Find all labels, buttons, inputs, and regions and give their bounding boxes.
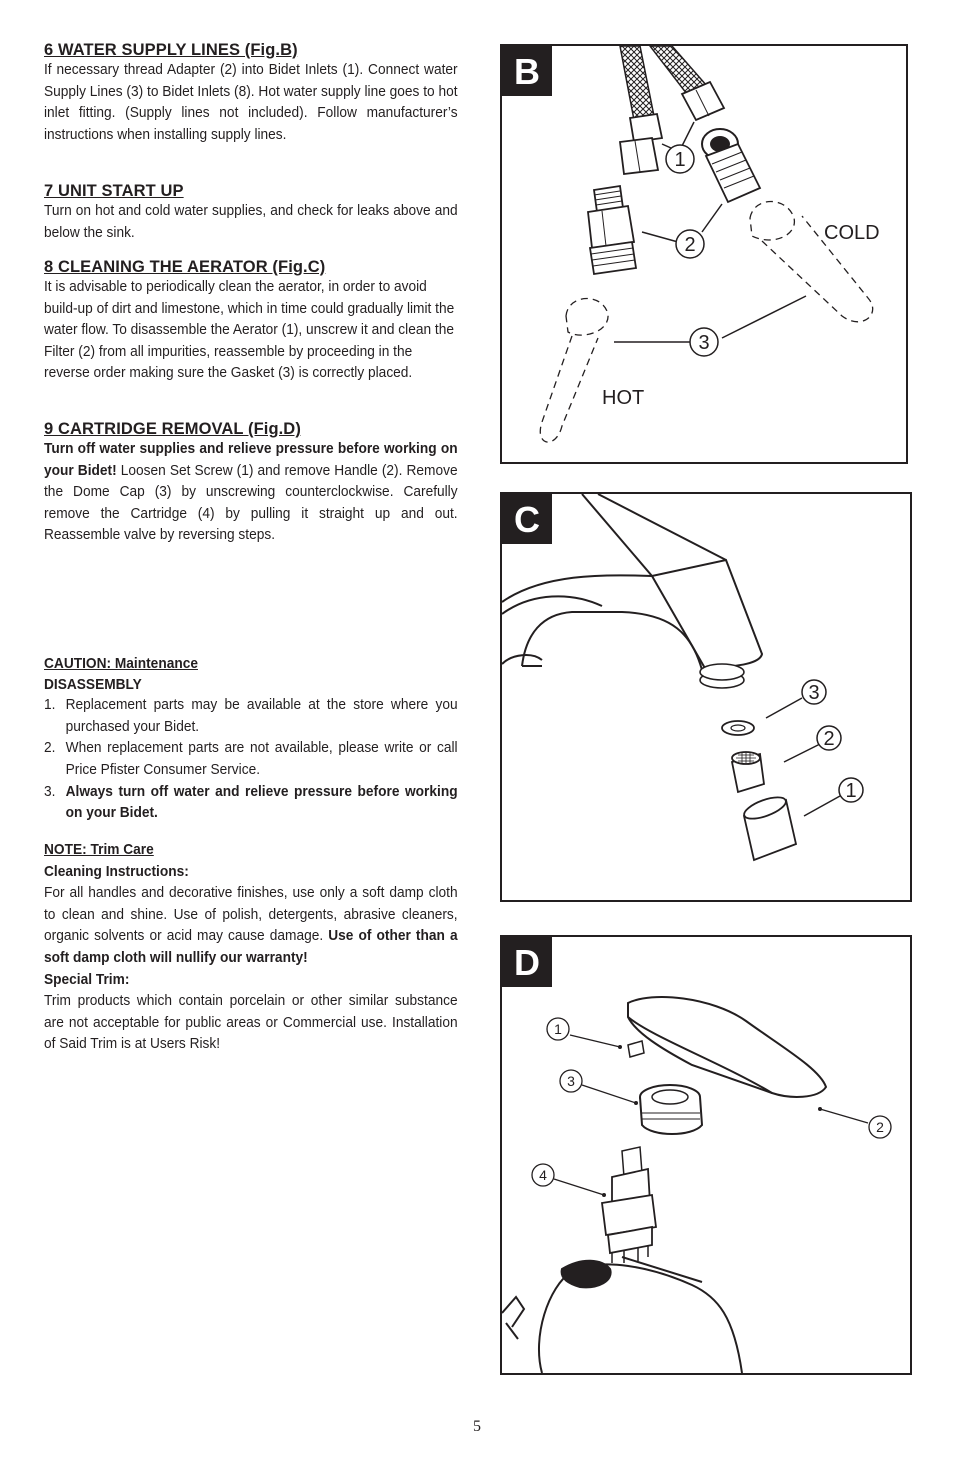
special-trim-title: Special Trim: [44, 971, 130, 988]
page-number: 5 [473, 1418, 481, 1435]
list-item: 3.Always turn off water and relieve pres… [44, 783, 458, 822]
figure-c-drawing: C [502, 494, 864, 862]
cold-label: COLD [824, 222, 880, 244]
callout-3: 3 [808, 682, 819, 704]
callout-4: 4 [539, 1167, 547, 1183]
callout-2: 2 [876, 1119, 884, 1135]
warning-text: Turn off water supplies and relieve pres… [44, 441, 458, 479]
figure-letter: D [514, 942, 540, 983]
callout-3: 3 [567, 1073, 575, 1089]
caution-subtitle: DISASSEMBLY [44, 676, 142, 693]
figure-b: B [500, 44, 908, 464]
caution-block: CAUTION: Maintenance DISASSEMBLY 1.Repla… [44, 654, 458, 825]
section-body: It is advisable to periodically clean th… [44, 279, 455, 382]
note-title: NOTE: Trim Care [44, 842, 154, 858]
figure-d-drawing: D [502, 937, 892, 1373]
section-heading: 7 UNIT START UP [44, 182, 184, 200]
figure-letter: C [514, 499, 540, 540]
section-heading: 6 WATER SUPPLY LINES (Fig.B) [44, 41, 298, 59]
cleaning-body: For all handles and decorative finishes,… [44, 885, 458, 966]
figure-d: D [500, 935, 912, 1375]
callout-2: 2 [684, 234, 695, 256]
section-heading: 9 CARTRIDGE REMOVAL (Fig.D) [44, 420, 301, 438]
figure-c: C [500, 492, 912, 902]
list-item: 2.When replacement parts are not availab… [44, 740, 458, 778]
hot-label: HOT [602, 387, 644, 409]
section-cartridge-removal: 9 CARTRIDGE REMOVAL (Fig.D) Turn off wat… [44, 420, 458, 547]
callout-2: 2 [823, 728, 834, 750]
section-body: Turn off water supplies and relieve pres… [44, 439, 458, 547]
cleaning-title: Cleaning Instructions: [44, 863, 189, 880]
callout-1: 1 [674, 149, 685, 171]
callout-1: 1 [845, 780, 856, 802]
callout-3: 3 [698, 332, 709, 354]
section-body: If necessary thread Adapter (2) into Bid… [44, 62, 458, 143]
section-water-supply: 6 WATER SUPPLY LINES (Fig.B) If necessar… [44, 41, 458, 146]
section-cleaning-aerator: 8 CLEANING THE AERATOR (Fig.C) It is adv… [44, 258, 457, 385]
special-trim-body: Trim products which contain porcelain or… [44, 993, 458, 1053]
figure-letter: B [514, 51, 540, 92]
list-item: 1.Replacement parts may be available at … [44, 697, 458, 735]
section-heading: 8 CLEANING THE AERATOR (Fig.C) [44, 258, 326, 276]
instructions-text: Loosen Set Screw (1) and remove Handle (… [44, 462, 458, 544]
section-body: Turn on hot and cold water supplies, and… [44, 203, 458, 241]
figure-b-drawing: B [502, 46, 880, 443]
caution-list: 1.Replacement parts may be available at … [44, 695, 458, 825]
callout-1: 1 [554, 1021, 562, 1037]
note-block: NOTE: Trim Care Cleaning Instructions: F… [44, 840, 458, 1056]
caution-title: CAUTION: Maintenance [44, 656, 198, 672]
section-unit-start-up: 7 UNIT START UP Turn on hot and cold wat… [44, 182, 458, 244]
